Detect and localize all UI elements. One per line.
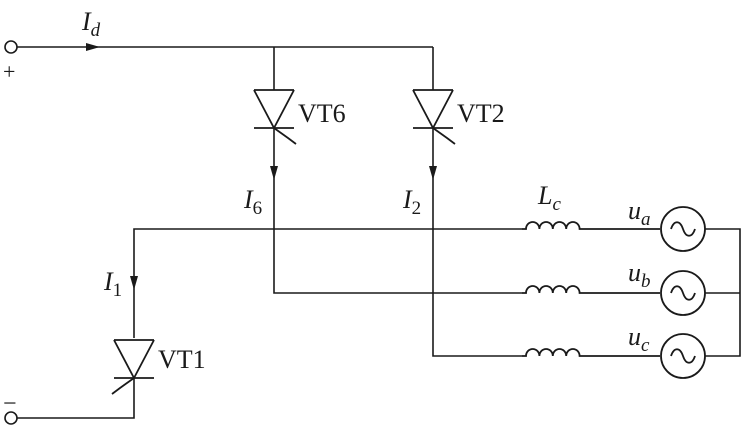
current-arrow-6 <box>270 166 278 180</box>
label-inductance: Lc <box>537 181 561 215</box>
neutral-bus <box>705 228 741 357</box>
inductor-phase-a <box>522 221 660 230</box>
positive-terminal <box>4 40 18 54</box>
ac-source-c <box>660 333 706 379</box>
wire-phase-a <box>133 228 522 338</box>
current-arrow-2 <box>429 166 437 180</box>
label-current-d: Id <box>81 7 101 41</box>
label-vt6: VT6 <box>298 99 346 128</box>
dc-bus-negative <box>17 378 135 419</box>
label-current-2: I2 <box>402 185 421 219</box>
plus-sign: + <box>3 59 15 84</box>
inductor-phase-b <box>522 285 660 294</box>
wire-vt2-bottom <box>432 128 522 357</box>
current-arrow-d <box>86 43 100 51</box>
label-source-c: uc <box>628 322 650 356</box>
thyristor-vt6 <box>253 89 297 145</box>
label-source-a: ua <box>628 196 651 230</box>
thyristor-vt1 <box>111 339 155 395</box>
label-current-6: I6 <box>243 185 262 219</box>
label-source-b: ub <box>628 258 651 292</box>
inductor-phase-c <box>522 348 660 357</box>
current-arrow-1 <box>130 276 138 290</box>
label-current-1: I1 <box>103 267 122 301</box>
label-vt1: VT1 <box>158 345 206 374</box>
label-vt2: VT2 <box>457 99 505 128</box>
minus-sign: − <box>3 391 17 417</box>
ac-source-b <box>660 270 706 316</box>
wire-vt6-bottom <box>273 128 522 294</box>
thyristor-vt2 <box>412 89 456 145</box>
ac-source-a <box>660 206 706 252</box>
